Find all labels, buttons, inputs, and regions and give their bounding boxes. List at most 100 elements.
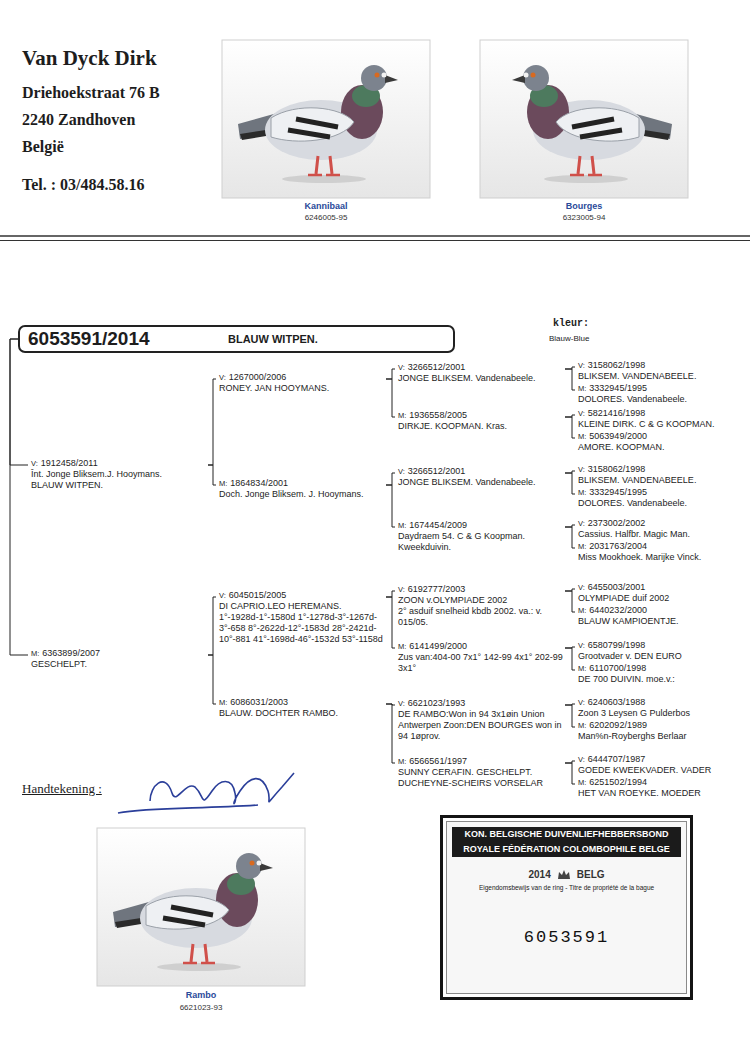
pedigree-entry: M:6363899/2007GESCHELPT. (28, 648, 208, 670)
id-line: V:6045015/2005 (219, 590, 386, 601)
id-line: V:1912458/2011 (31, 458, 208, 469)
ring-number: 3158062/1998 (588, 464, 646, 474)
id-line: V:6192777/2003 (398, 584, 565, 595)
pigeon-note: JONGE BLIKSEM. Vandenabeele. (398, 373, 565, 384)
pedigree-line (565, 705, 575, 727)
pigeon-note: Grootvader v. DEN EURO (578, 651, 743, 662)
id-line: V:2373002/2002 (578, 518, 743, 529)
pigeon-note: AMORE. KOOPMAN. (578, 442, 743, 453)
ring-number: 5063949/2000 (589, 431, 647, 441)
breeder-name: Van Dyck Dirk (22, 46, 157, 71)
photo-ring: 6323005-94 (563, 213, 606, 222)
id-line: M:2031763/2004 (578, 541, 743, 552)
ring-number: V: (578, 641, 585, 650)
pedigree-line (386, 379, 395, 417)
pedigree-entry: M:1864834/2001Doch. Jonge Bliksem. J. Ho… (216, 478, 386, 500)
ring-number: M: (219, 698, 227, 707)
pigeon-note: GESCHELPT. (31, 659, 208, 670)
id-line: M:6086031/2003 (219, 697, 386, 708)
year-country: BELG (577, 869, 605, 880)
color-heading: kleur: (553, 318, 589, 329)
pigeon-note: BLAUW. DOCHTER RAMBO. (219, 708, 386, 719)
pedigree-line (565, 473, 575, 494)
ring-number: 6141499/2000 (409, 641, 467, 651)
ring-number: M: (398, 521, 406, 530)
id-line: V:3158062/1998 (578, 360, 743, 371)
ring-number: V: (578, 583, 585, 592)
id-line: M:6566561/1997 (398, 756, 565, 767)
ring-number: 1912458/2011 (41, 458, 98, 468)
pigeon-photo (113, 853, 273, 971)
pedigree-entry: V:1912458/2011Înt. Jonge Bliksem.J. Hooy… (28, 458, 208, 491)
ring-number: M: (219, 479, 227, 488)
pedigree-entry: V:6240603/1988Zoon 3 Leysen G Pulderbos (575, 697, 743, 719)
signature (118, 773, 294, 813)
pedigree-entry: V:5821416/1998KLEINE DIRK. C & G KOOPMAN… (575, 408, 743, 430)
pigeon-note: JONGE BLIKSEM. Vandenabeele. (398, 477, 565, 488)
pedigree-line (208, 465, 216, 485)
id-line: M:1864834/2001 (219, 478, 386, 489)
ring-number: 6110700/1998 (589, 663, 646, 673)
address-line: België (22, 138, 64, 156)
pedigree-entry: V:6455003/2001OLYMPIADE duif 2002 (575, 582, 743, 604)
ring-number: V: (398, 585, 405, 594)
ring-number: 6240603/1988 (588, 697, 646, 707)
ring-number: M: (398, 411, 406, 420)
ring-number: M: (578, 384, 586, 393)
id-line: M:6440232/2000 (578, 605, 743, 616)
ring-number: V: (578, 519, 585, 528)
pedigree-entry: M:6110700/1998DE 700 DUIVIN. moe.v.: (575, 663, 743, 685)
ring-number: 3158062/1998 (588, 360, 646, 370)
id-line: M:6110700/1998 (578, 663, 743, 674)
pedigree-line (208, 597, 216, 655)
photo-caption: Rambo (186, 990, 217, 1000)
pedigree-line (10, 339, 28, 655)
pigeon-note: DIRKJE. KOOPMAN. Kras. (398, 421, 565, 432)
id-line: V:6621023/1993 (398, 698, 565, 709)
pigeon-note: ZOON v.OLYMPIADE 2002 (398, 595, 565, 606)
ring-number: 6363899/2007 (42, 648, 100, 658)
pedigree-entry: V:3158062/1998BLIKSEM. VANDENABEELE. (575, 464, 743, 486)
photo-ring: 6621023-93 (180, 1003, 223, 1012)
pedigree-entry: M:6086031/2003BLAUW. DOCHTER RAMBO. (216, 697, 386, 719)
id-line: M:6141499/2000 (398, 641, 565, 652)
signature-label: Handtekening : (22, 781, 102, 797)
ring-number: 3266512/2001 (408, 466, 466, 476)
color-value: Blauw-Blue (549, 334, 589, 343)
pigeon-note: Doch. Jonge Bliksem. J. Hooymans. (219, 489, 386, 500)
pigeon-note: DUCHEYNE-SCHEIRS VORSELAR (398, 778, 565, 789)
id-line: V:3266512/2001 (398, 362, 565, 373)
pedigree-entry: V:6045015/2005DI CAPRIO.LEO HEREMANS.1°-… (216, 590, 386, 645)
pedigree-entry: M:3332945/1995DOLORES. Vandenabeele. (575, 487, 743, 509)
pedigree-line (565, 527, 575, 548)
pigeon-note: OLYMPIADE duif 2002 (578, 593, 743, 604)
ring-number: V: (578, 465, 585, 474)
ring-number: 1674454/2009 (409, 520, 467, 530)
photo-frame (222, 40, 430, 198)
pedigree-line (10, 339, 28, 465)
pigeon-photo (512, 65, 672, 183)
id-line: M:6251502/1994 (578, 777, 743, 788)
pigeon-note: Man%n-Royberghs Berlaar (578, 731, 743, 742)
pigeon-note: KLEINE DIRK. C & G KOOPMAN. (578, 419, 743, 430)
ring-number: V: (219, 591, 226, 600)
ring-number: V: (578, 698, 585, 707)
pigeon-note: 1°-1928d-1°-1580d 1°-1278d-3°-1267d-3°-6… (219, 612, 386, 645)
pigeon-note: Daydraem 54. C & G Koopman. (398, 531, 565, 542)
pedigree-line (565, 763, 575, 784)
ring-number: V: (578, 409, 585, 418)
ring-number: V: (398, 699, 405, 708)
photo-caption: Bourges (566, 201, 603, 211)
pigeon-note: 2° asduif snelheid kbdb 2002. va.: v. 01… (398, 606, 565, 628)
ring-number: 6053591 (452, 928, 681, 947)
ring-number: 6045015/2005 (229, 590, 287, 600)
ring-number: 6455003/2001 (588, 582, 646, 592)
ring-number: M: (398, 642, 406, 651)
ring-number: 3332945/1995 (589, 383, 647, 393)
ring-number: V: (31, 459, 38, 468)
id-line: V:6444707/1987 (578, 754, 743, 765)
pigeon-note: DE RAMBO:Won in 94 3x1øin Union Antwerpe… (398, 709, 565, 742)
pigeon-note: HET VAN ROEYKE. MOEDER (578, 788, 743, 799)
header-rule (0, 235, 750, 237)
crown-icon (557, 869, 571, 880)
